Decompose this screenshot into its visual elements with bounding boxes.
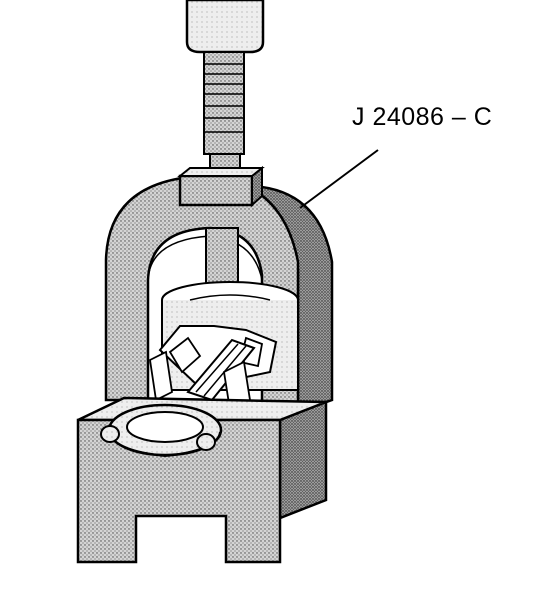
tool-callout-label: J 24086 – C <box>352 103 493 131</box>
u-frame <box>104 165 334 414</box>
press-ram <box>185 0 265 54</box>
callout-leader-line <box>299 149 379 209</box>
connecting-rod <box>149 325 278 412</box>
big-end-ring <box>100 403 223 458</box>
base-block <box>76 396 328 564</box>
threaded-screw <box>203 51 245 177</box>
